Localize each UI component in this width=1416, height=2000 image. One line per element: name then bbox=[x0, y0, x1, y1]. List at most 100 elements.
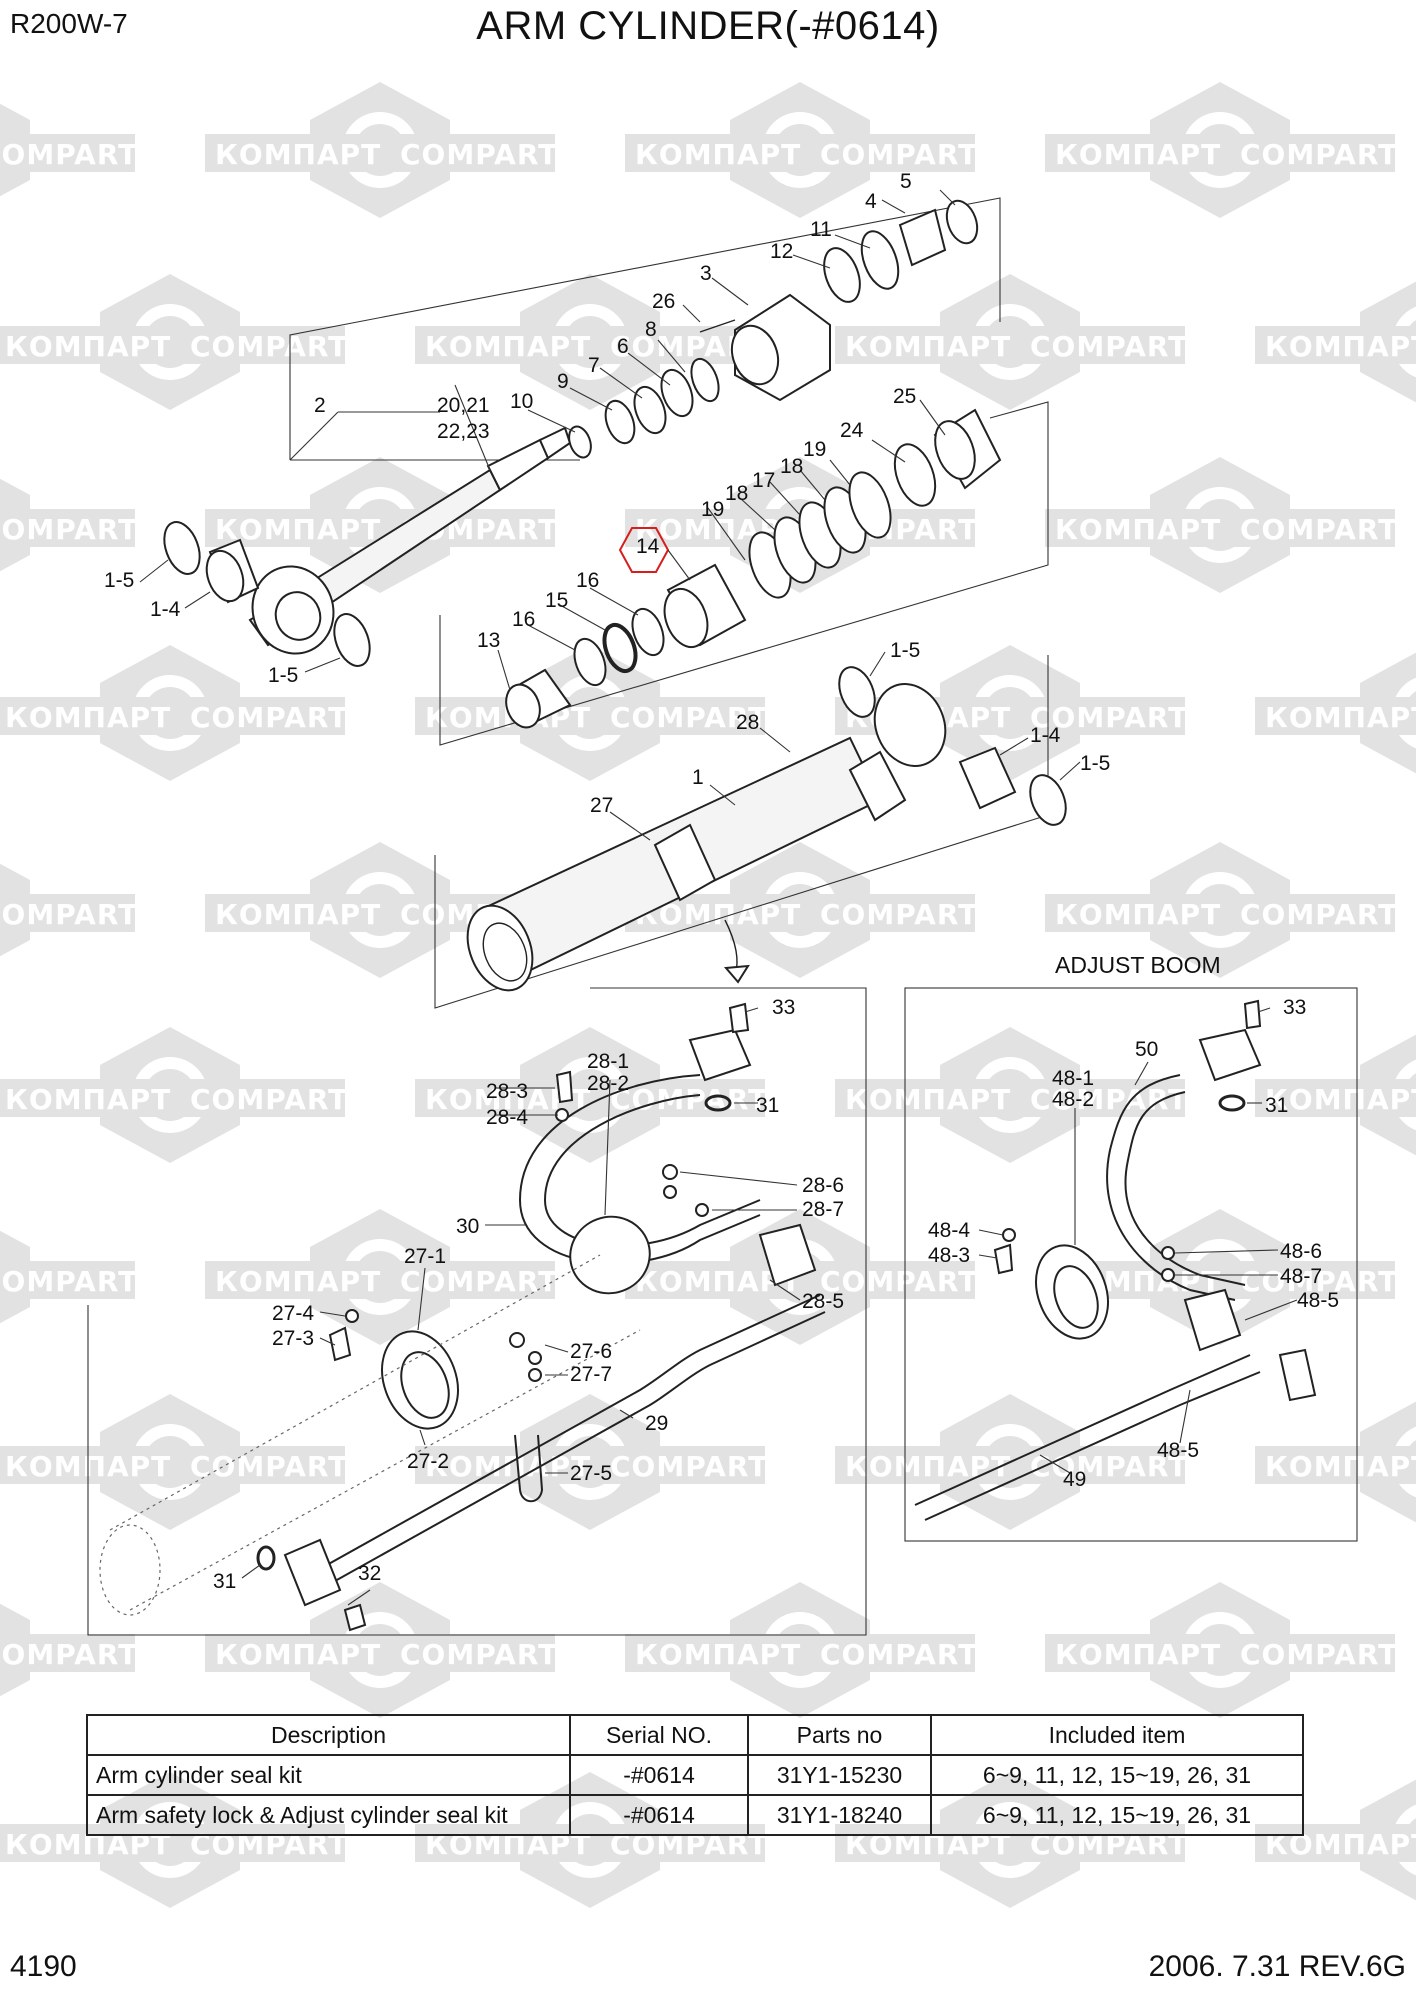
callout-28-7: 28-7 bbox=[802, 1198, 844, 1221]
callout-27: 27 bbox=[590, 794, 613, 817]
highlight-marker bbox=[618, 527, 670, 573]
callout-11: 11 bbox=[810, 218, 832, 241]
callout-27-2: 27-2 bbox=[407, 1450, 449, 1473]
watermark-word-left: КОМПАРТ bbox=[845, 330, 1011, 363]
callout-1-5-a: 1-5 bbox=[104, 569, 134, 592]
watermark-word-left: КОМПАРТ bbox=[845, 1083, 1011, 1116]
callout-16-left: 16 bbox=[512, 608, 535, 631]
seal-kit-table: Description Serial NO. Parts no Included… bbox=[86, 1714, 1304, 1836]
callout-9: 9 bbox=[557, 370, 569, 393]
watermark-word-left: КОМПАРТ bbox=[215, 898, 381, 931]
adjust-boom-title: ADJUST BOOM bbox=[1055, 952, 1221, 978]
kit-included: 6~9, 11, 12, 15~19, 26, 31 bbox=[930, 1794, 1304, 1836]
safety-lock-group bbox=[87, 987, 867, 1636]
callout-17: 17 bbox=[752, 469, 775, 492]
callout-1-4-b: 1-4 bbox=[1030, 724, 1061, 747]
watermark-word-right: COMPART bbox=[0, 1638, 138, 1671]
watermark-word-left: КОМПАРТ bbox=[215, 1638, 381, 1671]
watermark-word-right: COMPART bbox=[820, 898, 978, 931]
kit-serial: -#0614 bbox=[569, 1754, 749, 1796]
callout-26: 26 bbox=[652, 290, 675, 313]
watermark-word-right: COMPART bbox=[820, 1638, 978, 1671]
callout-29: 29 bbox=[645, 1412, 668, 1435]
watermark-word-right: COMPART bbox=[0, 513, 138, 546]
callout-49: 49 bbox=[1063, 1468, 1086, 1491]
callout-13: 13 bbox=[477, 629, 500, 652]
watermark-word-right: COMPART bbox=[610, 701, 768, 734]
watermark-word-right: COMPART bbox=[0, 1265, 138, 1298]
kit-parts-no: 31Y1-15230 bbox=[747, 1754, 932, 1796]
watermark-badge: КОМПАРТ COMPART bbox=[1045, 842, 1398, 978]
revision-date: 2006. 7.31 REV.6G bbox=[1148, 1950, 1406, 1983]
callout-16-right: 16 bbox=[576, 569, 599, 592]
callout-27-5: 27-5 bbox=[570, 1462, 612, 1485]
callout-18-right: 18 bbox=[780, 455, 803, 478]
rod-group bbox=[163, 197, 1001, 667]
table-row: Arm safety lock & Adjust cylinder seal k… bbox=[86, 1794, 1304, 1836]
watermark-word-left: КОМПАРТ bbox=[425, 1450, 591, 1483]
watermark-word-left: КОМПАРТ bbox=[215, 1265, 381, 1298]
callout-48-4: 48-4 bbox=[928, 1219, 970, 1242]
callout-28-5: 28-5 bbox=[802, 1290, 844, 1313]
callout-3: 3 bbox=[700, 262, 712, 285]
callout-31-bottom-left: 31 bbox=[213, 1570, 236, 1593]
watermark-word-right: COMPART bbox=[610, 1083, 768, 1116]
watermark-word-right: COMPART bbox=[190, 330, 348, 363]
callout-6: 6 bbox=[617, 335, 629, 358]
callout-32: 32 bbox=[358, 1562, 381, 1585]
callout-48-3: 48-3 bbox=[928, 1244, 970, 1267]
watermark-word-left: КОМПАРТ bbox=[635, 138, 801, 171]
watermark-word-left: КОМПАРТ bbox=[1055, 138, 1221, 171]
callout-33-right: 33 bbox=[1283, 996, 1306, 1019]
table-row: Arm cylinder seal kit -#0614 31Y1-15230 … bbox=[86, 1754, 1304, 1796]
watermark-word-right: COMPART bbox=[1030, 701, 1188, 734]
callout-33-left: 33 bbox=[772, 996, 795, 1019]
callout-28-2: 28-2 bbox=[587, 1072, 629, 1095]
callout-48-5-bottom: 48-5 bbox=[1157, 1439, 1199, 1462]
piston-group bbox=[439, 401, 1049, 746]
adjust-boom-group bbox=[904, 987, 1358, 1542]
callout-1-5-c: 1-5 bbox=[890, 639, 920, 662]
callout-48-1: 48-1 bbox=[1052, 1067, 1094, 1090]
callout-5: 5 bbox=[900, 170, 912, 193]
callout-27-1: 27-1 bbox=[404, 1245, 446, 1268]
watermark-word-left: КОМПАРТ bbox=[1265, 1083, 1416, 1116]
callout-31-right: 31 bbox=[1265, 1094, 1288, 1117]
page-title: ARM CYLINDER(-#0614) bbox=[476, 4, 940, 48]
callout-50: 50 bbox=[1135, 1038, 1158, 1061]
watermark-word-right: COMPART bbox=[1240, 513, 1398, 546]
column-header-description: Description bbox=[86, 1714, 571, 1756]
page-number: 4190 bbox=[10, 1950, 77, 1983]
callout-1-5-b: 1-5 bbox=[268, 664, 298, 687]
watermark-word-left: КОМПАРТ bbox=[5, 1083, 171, 1116]
watermark-word-right: COMPART bbox=[1240, 898, 1398, 931]
callout-28-3: 28-3 bbox=[486, 1080, 528, 1103]
watermark-word-right: COMPART bbox=[400, 138, 558, 171]
callout-28-1: 28-1 bbox=[587, 1050, 629, 1073]
callout-22-23: 22,23 bbox=[437, 420, 490, 443]
callout-48-5-right: 48-5 bbox=[1297, 1289, 1339, 1312]
watermark-word-left: КОМПАРТ bbox=[845, 1450, 1011, 1483]
watermark-word-right: COMPART bbox=[820, 1265, 978, 1298]
watermark-word-right: COMPART bbox=[1240, 1265, 1398, 1298]
callout-31-top-left: 31 bbox=[756, 1094, 779, 1117]
watermark-word-right: COMPART bbox=[400, 1265, 558, 1298]
column-header-parts-no: Parts no bbox=[747, 1714, 932, 1756]
callout-27-7: 27-7 bbox=[570, 1363, 612, 1386]
watermark-word-left: КОМПАРТ bbox=[1055, 898, 1221, 931]
kit-description: Arm cylinder seal kit bbox=[86, 1754, 571, 1796]
